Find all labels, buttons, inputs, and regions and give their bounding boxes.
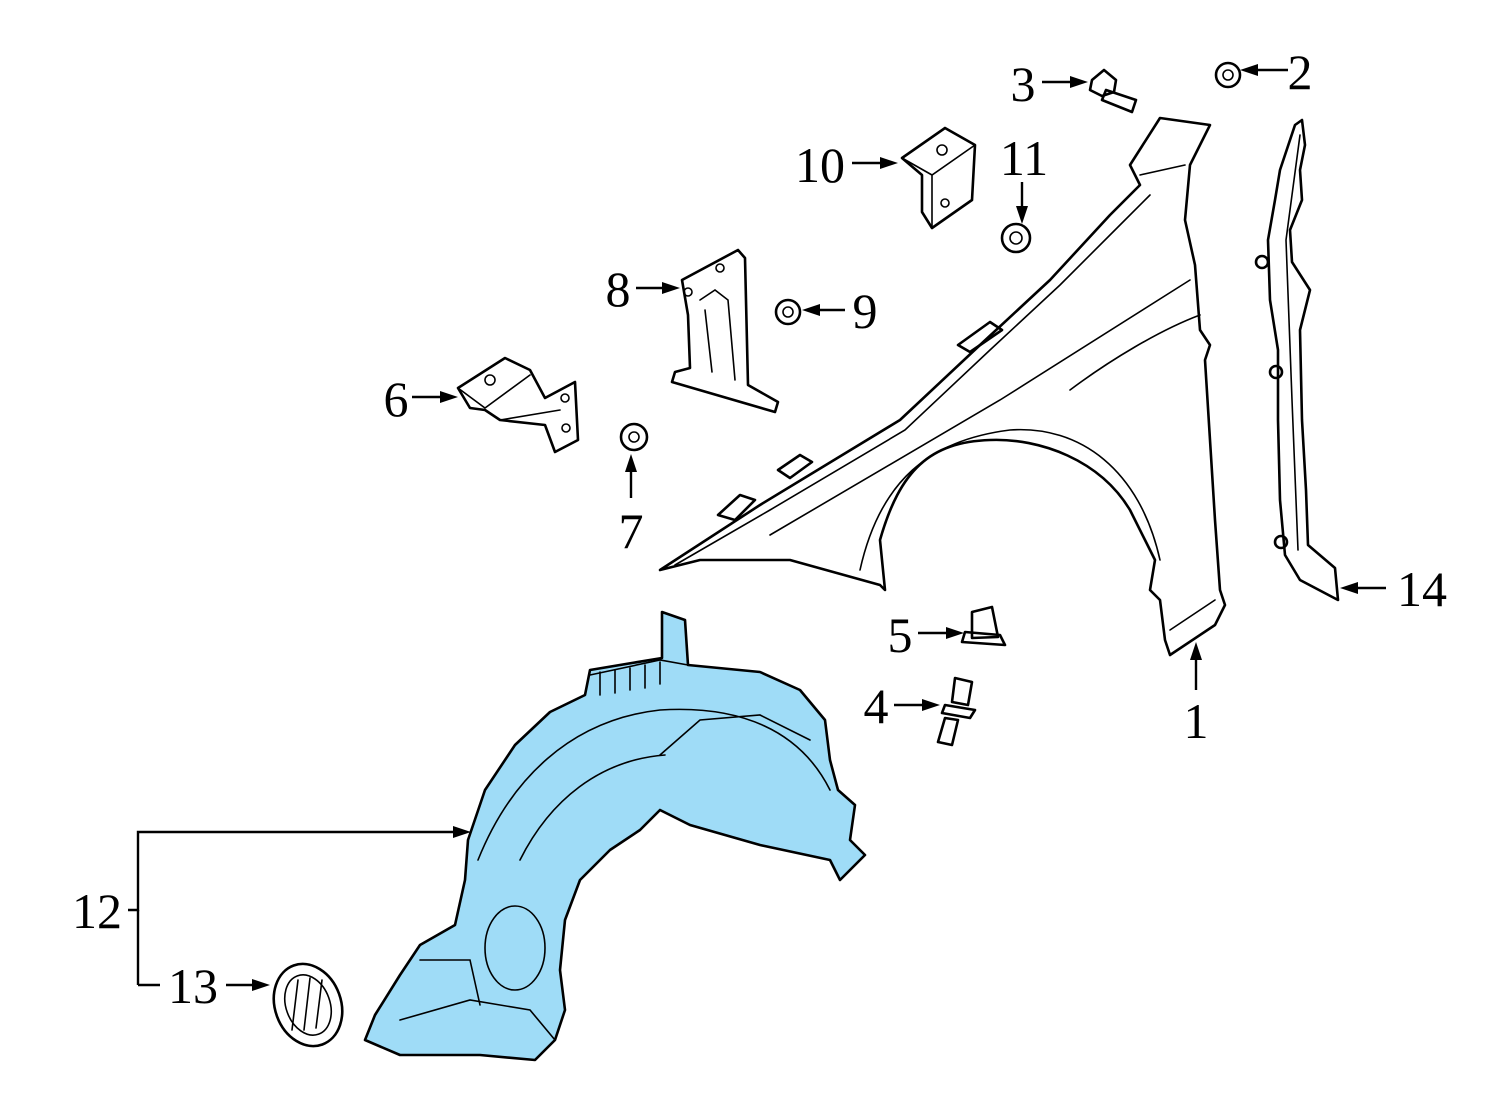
callout-11: 11 [1000,130,1048,186]
mid-bracket-part [670,248,780,414]
leader-lines [128,64,1386,991]
lower-bracket-part [456,356,580,454]
nut-part-2 [1214,61,1242,89]
stud-part-4 [936,676,977,747]
fender-liner-part [363,610,867,1062]
clip-part-7 [619,422,649,452]
callout-14: 14 [1397,561,1447,617]
upper-bracket-part [900,126,977,230]
callout-13: 13 [168,958,218,1014]
callout-12: 12 [72,883,122,939]
callout-4: 4 [864,678,889,734]
fender-seal-part [1254,118,1340,602]
fender-part [658,116,1227,657]
callout-7: 7 [619,503,644,559]
callout-3: 3 [1011,56,1036,112]
callout-1: 1 [1184,693,1209,749]
clip-part-11 [1000,222,1032,254]
clip-part-9 [774,298,802,326]
callout-2: 2 [1288,44,1313,100]
callout-9: 9 [853,283,878,339]
callout-6: 6 [384,371,409,427]
bolt-part-3 [1088,68,1138,114]
callout-5: 5 [888,607,913,663]
callout-10: 10 [795,137,845,193]
callout-8: 8 [606,261,631,317]
nut-part-5 [960,605,1007,647]
grommet-part [272,962,344,1048]
